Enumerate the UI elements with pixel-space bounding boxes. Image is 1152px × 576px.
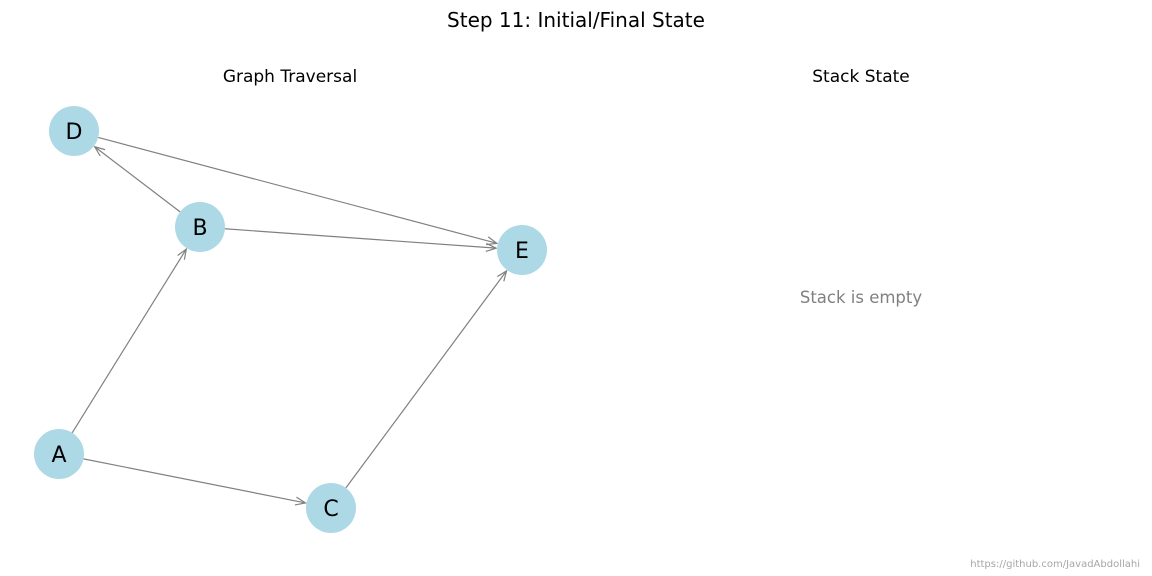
node-e (497, 225, 547, 275)
node-label-e: E (515, 239, 529, 264)
stack-empty-message: Stack is empty (799, 288, 923, 307)
edge-d-e (98, 136, 497, 243)
node-d (49, 106, 99, 156)
stack-panel-title: Stack State (812, 67, 910, 87)
edge-b-d (95, 147, 181, 213)
node-a (34, 429, 84, 479)
node-c (306, 483, 356, 533)
edge-a-c (83, 458, 306, 503)
graph-panel-title: Graph Traversal (222, 67, 358, 87)
node-label-b: B (192, 216, 207, 241)
edges-group (71, 136, 507, 503)
edge-a-b (71, 249, 186, 434)
watermark-text: https://github.com/JavadAbdollahi (970, 559, 1140, 570)
node-b (175, 202, 225, 252)
edge-b-e (224, 228, 496, 248)
node-label-a: A (51, 443, 66, 468)
nodes-group: A B C D E (34, 106, 547, 533)
edge-c-e (345, 271, 507, 489)
node-label-c: C (323, 497, 338, 522)
node-label-d: D (66, 120, 83, 145)
figure-title: Step 11: Initial/Final State (447, 8, 705, 32)
